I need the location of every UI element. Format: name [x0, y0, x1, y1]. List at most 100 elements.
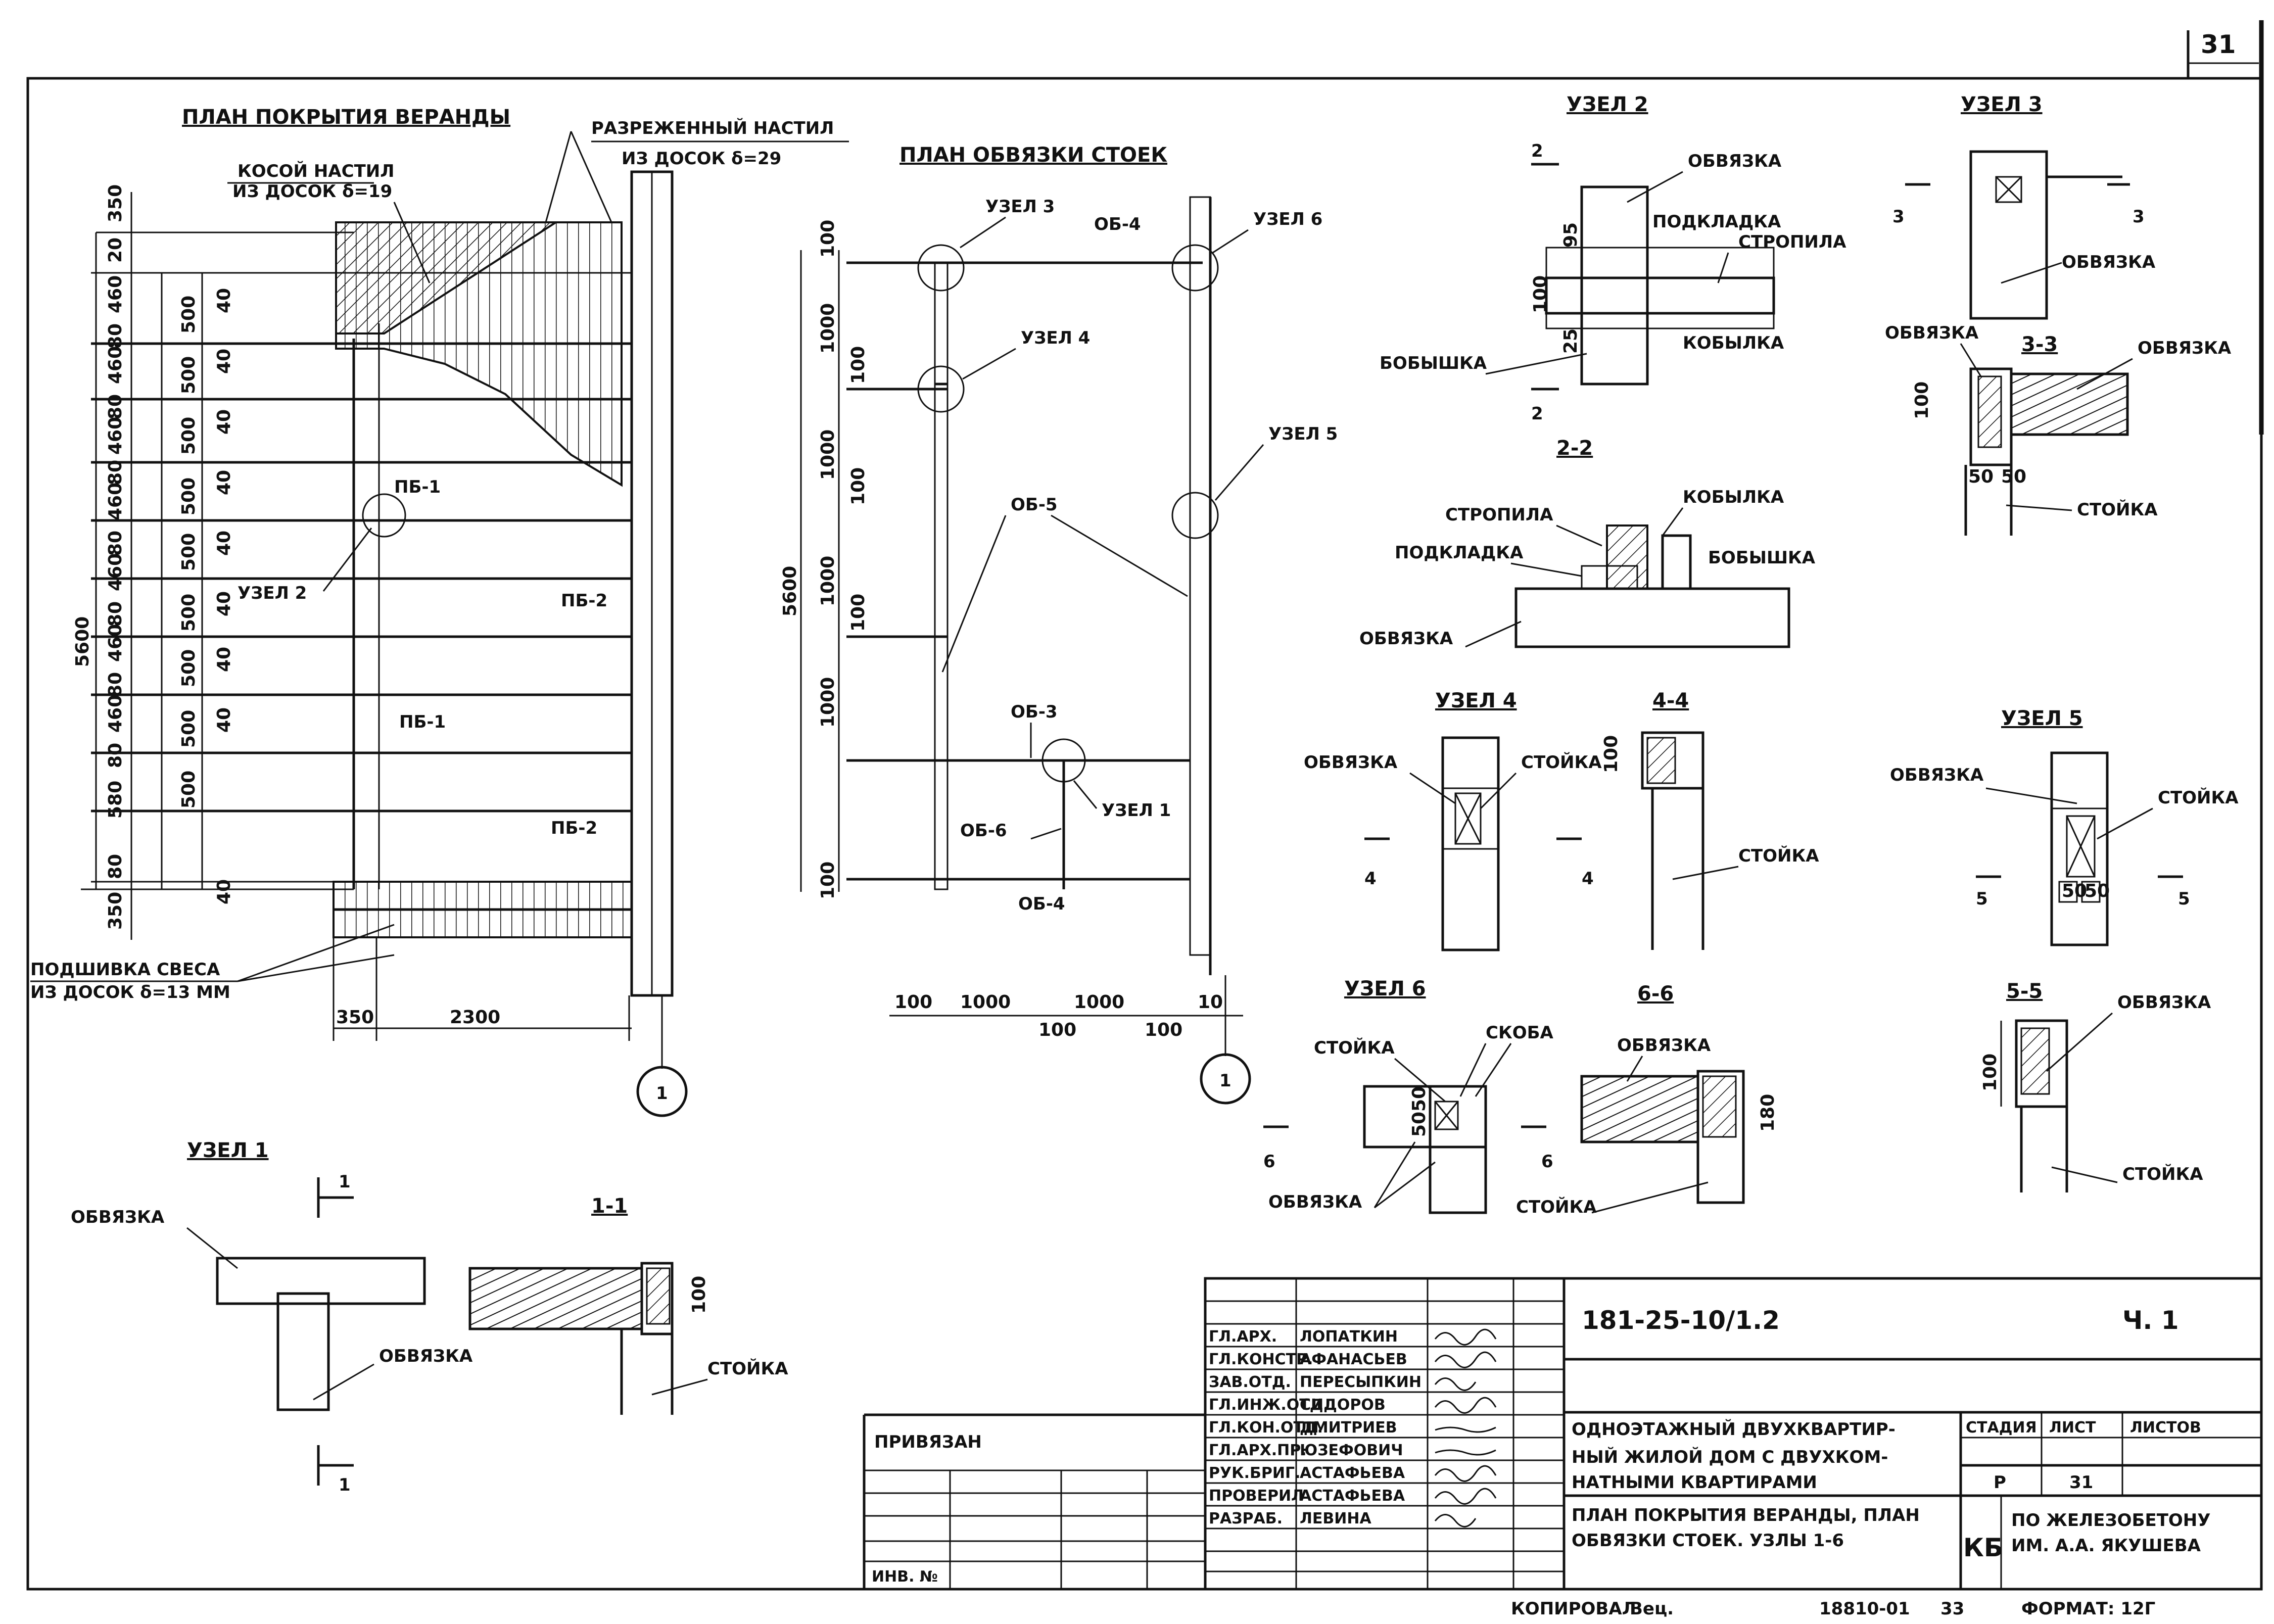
node2-kobylka: КОБЫЛКА: [1683, 333, 1784, 353]
veranda-dim-mid: 500 500 500 500 500 500 500 500 500: [178, 296, 199, 808]
dim-1000: 1000: [1074, 992, 1124, 1013]
node3-cut-l: 3: [1892, 207, 1905, 227]
veranda-dim-top-350: 350: [105, 184, 126, 222]
dim-100: 100: [818, 220, 838, 258]
name-cell: ПЕРЕСЫПКИН: [1300, 1373, 1422, 1391]
dim-80: 80: [105, 672, 126, 697]
ob6-label: ОБ-6: [960, 821, 1007, 841]
dim-50: 50: [1968, 466, 1994, 487]
section-3-3: 3-3 ОБВЯЗКА ОБВЯЗКА СТОЙКА 100 50 50: [1885, 323, 2232, 536]
sec22-podkladka: ПОДКЛАДКА: [1395, 543, 1524, 563]
dim-40: 40: [214, 531, 234, 556]
dim-500: 500: [178, 356, 199, 394]
dim-460: 460: [105, 346, 126, 384]
sheet-number-corner: 31: [2201, 30, 2236, 59]
dim-95: 95: [1560, 222, 1581, 248]
dim-40: 40: [214, 591, 234, 616]
section-1-1: 1-1 СТОЙКА 100: [468, 1195, 788, 1415]
sec22-bobyshka: БОБЫШКА: [1708, 548, 1816, 568]
dim-80: 80: [105, 854, 126, 879]
pb2b-label: ПБ-2: [551, 818, 597, 838]
org-line-1: ПО ЖЕЛЕЗОБЕТОНУ: [2011, 1510, 2210, 1531]
dim-350: 350: [105, 892, 126, 930]
dim-80: 80: [105, 394, 126, 419]
dim-100: 100: [848, 467, 869, 505]
node6-stoyka: СТОЙКА: [1314, 1037, 1395, 1058]
node1-cut-top: 1: [339, 1172, 351, 1192]
building-line-2: НЫЙ ЖИЛОЙ ДОМ С ДВУХКОМ-: [1572, 1447, 1888, 1467]
org-line-2: ИМ. А.А. ЯКУШЕВА: [2011, 1536, 2201, 1556]
section-6-6: 6-6 ОБВЯЗКА СТОЙКА 180: [1516, 982, 1778, 1217]
sec55-dim: 100: [1980, 1054, 2001, 1091]
node6-cut-r: 6: [1541, 1152, 1553, 1172]
ob4b-label: ОБ-4: [1018, 894, 1065, 914]
ob3-label: ОБ-3: [1011, 702, 1058, 722]
pb1b-label: ПБ-1: [399, 712, 446, 732]
dim-80: 80: [105, 460, 126, 485]
dim-40: 40: [214, 409, 234, 435]
dim-460: 460: [105, 553, 126, 591]
node4-cut-r: 4: [1582, 869, 1594, 889]
dim-460: 460: [105, 417, 126, 455]
title-block: ПРИВЯЗАН ИНВ. № ГЛ.АРХ. ЛОПАТКИН ГЛ.КОНС…: [863, 1277, 2263, 1591]
dim-50: 50: [2062, 881, 2087, 901]
dim-40: 40: [214, 349, 234, 374]
sparse-sheathing-label-1: РАЗРЕЖЕННЫЙ НАСТИЛ: [591, 118, 834, 138]
name-cell: ЛОПАТКИН: [1300, 1328, 1398, 1346]
oblique-sheathing-label-2: ИЗ ДОСОК δ=19: [232, 181, 392, 202]
post-node4-label: УЗЕЛ 4: [1021, 328, 1090, 348]
sec66-stoyka: СТОЙКА: [1516, 1197, 1597, 1217]
sec55-stoyka: СТОЙКА: [2122, 1164, 2203, 1184]
dim-500: 500: [178, 649, 199, 687]
veranda-dim-total: 5600: [72, 616, 93, 667]
sheet-frame: [26, 20, 2264, 1591]
name-cell: СИДОРОВ: [1300, 1396, 1386, 1414]
sec33-stoyka: СТОЙКА: [2077, 499, 2158, 520]
sheet-value: 31: [2069, 1472, 2093, 1493]
page-number: 33: [1940, 1599, 1964, 1619]
part-label: Ч. 1: [2122, 1306, 2179, 1335]
veranda-dim-left: 460 80 460 80 460 80 460 80 460 80 460 8…: [105, 275, 126, 930]
sec11-dim: 100: [689, 1276, 709, 1314]
eave-lining-label-2: ИЗ ДОСОК δ=13 ММ: [30, 982, 230, 1002]
sheet-title-1: ПЛАН ПОКРЫТИЯ ВЕРАНДЫ, ПЛАН: [1572, 1505, 1920, 1525]
org-mark: КБ: [1963, 1533, 2003, 1562]
dim-80: 80: [105, 323, 126, 349]
format-label: ФОРМАТ: 12Г: [2021, 1599, 2155, 1619]
dim-1000: 1000: [818, 303, 838, 354]
node4-cut-l: 4: [1364, 869, 1377, 889]
sec55-obvyazka: ОБВЯЗКА: [2117, 992, 2211, 1013]
signatures: [1434, 1328, 1497, 1527]
role-cell: ГЛ.КОН.ОТД.: [1209, 1419, 1323, 1437]
project-code: 181-25-10/1.2: [1582, 1306, 1780, 1335]
node1-obvyazka-l: ОБВЯЗКА: [71, 1207, 165, 1227]
sec55-title: 5-5: [2006, 980, 2043, 1003]
section-2-2: 2-2 СТРОПИЛА КОБЫЛКА ПОДКЛАДКА БОБЫШКА О…: [1359, 437, 1816, 649]
dim-500: 500: [178, 771, 199, 808]
node5-title: УЗЕЛ 5: [2001, 707, 2083, 730]
sec66-dim: 180: [1758, 1094, 1778, 1132]
sec22-stropila: СТРОПИЛА: [1445, 505, 1553, 525]
role-cell: РУК.БРИГ.: [1209, 1464, 1301, 1482]
sec66-obvyazka: ОБВЯЗКА: [1617, 1035, 1711, 1056]
node2-stropila: СТРОПИЛА: [1738, 232, 1846, 252]
node6-skoba: СКОБА: [1486, 1023, 1554, 1043]
dim-500: 500: [178, 710, 199, 748]
node3-title: УЗЕЛ 3: [1961, 93, 2043, 116]
post-tie-plan: ПЛАН ОБВЯЗКИ СТОЕК УЗЕЛ 3 УЗЕЛ 6 УЗЕЛ 4 …: [780, 144, 1338, 1105]
dim-500: 500: [178, 533, 199, 571]
sec44-stoyka: СТОЙКА: [1738, 845, 1819, 866]
name-cell: ЛЕВИНА: [1300, 1510, 1371, 1527]
node2-bobyshka: БОБЫШКА: [1380, 353, 1487, 373]
dim-1000: 1000: [818, 429, 838, 480]
dim-100: 100: [848, 346, 869, 384]
role-cell: РАЗРАБ.: [1209, 1510, 1283, 1527]
copied-sign: Вец.: [1630, 1599, 1674, 1619]
sec22-kobylka: КОБЫЛКА: [1683, 487, 1784, 507]
dim-100: 100: [1530, 275, 1551, 313]
node-4-detail: УЗЕЛ 4 ОБВЯЗКА СТОЙКА 4 4: [1304, 689, 1602, 951]
sec44-dim: 100: [1601, 735, 1622, 773]
post-node3-label: УЗЕЛ 3: [985, 197, 1055, 217]
post-axis-1: 1: [1219, 1071, 1231, 1091]
dim-10: 10: [1198, 992, 1223, 1013]
